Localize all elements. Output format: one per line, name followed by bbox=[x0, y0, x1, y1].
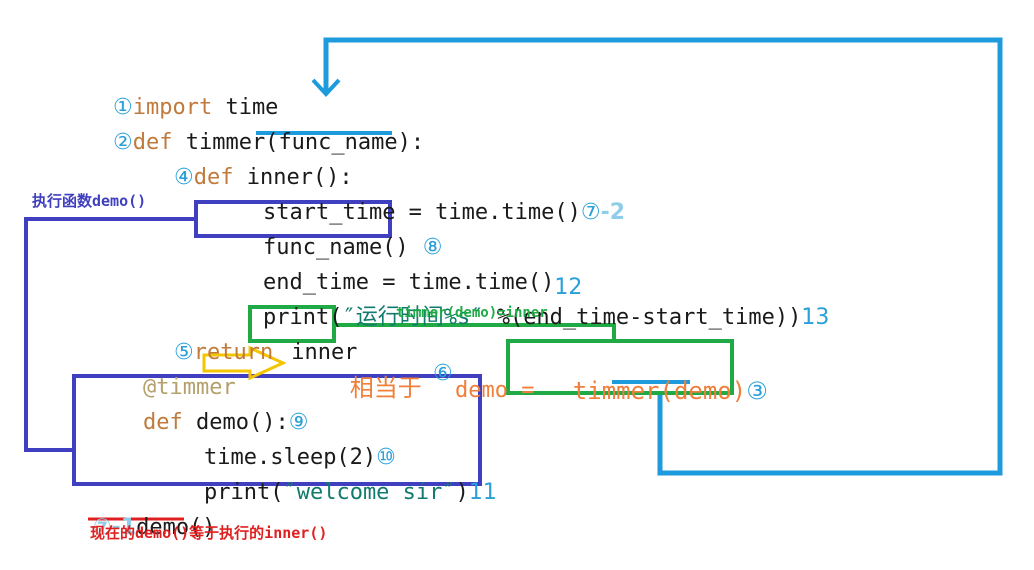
equivalence-text: 相当于 bbox=[292, 346, 422, 430]
timmer-call-box bbox=[506, 339, 734, 395]
code-line-decorator: @timmer bbox=[90, 346, 236, 430]
decorator: @timmer bbox=[142, 375, 236, 400]
diagram-canvas: ①import time ②def timmer(func_name): ④de… bbox=[24, 37, 1003, 542]
note-timmer-eq-inner: timmer(demo)=inner bbox=[396, 305, 548, 321]
code-text: start_time = time.time() bbox=[262, 200, 581, 225]
code-line-def-demo: def demo():⑨ bbox=[90, 381, 308, 465]
step-marker: ④ bbox=[173, 165, 194, 190]
code-text: time.sleep(2) bbox=[203, 445, 377, 470]
step-marker-6-wrap: ⑥ bbox=[380, 332, 453, 416]
demo-call: demo() bbox=[136, 515, 216, 540]
code-text: print( bbox=[203, 480, 284, 505]
step-marker: ③ bbox=[746, 377, 768, 405]
code-line-sleep: time.sleep(2)⑩ bbox=[151, 416, 396, 500]
code-line-func-call: func_name() ⑧ bbox=[210, 206, 442, 290]
demo-body-box bbox=[72, 374, 482, 486]
code-line-demo-call: ⑦-1demo() bbox=[40, 486, 216, 570]
code-text: ) bbox=[455, 480, 469, 505]
code-line-def-inner: ④def inner(): bbox=[121, 136, 353, 220]
step-marker: ⑩ bbox=[376, 445, 396, 470]
timmer-call-expr: timmer(demo)③ bbox=[515, 349, 768, 433]
keyword: def bbox=[193, 165, 234, 190]
code-text: func_name() bbox=[262, 235, 409, 260]
code-line-return-inner: ⑤return inner bbox=[121, 311, 357, 395]
step-number: 13 bbox=[801, 305, 830, 330]
step-marker: ⑤ bbox=[173, 340, 194, 365]
equivalence-arrow bbox=[202, 345, 287, 381]
cyan-arrowhead bbox=[311, 78, 341, 97]
code-line-print-welcome: print(″welcome sir″)11 bbox=[151, 451, 497, 535]
code-text: timmer( bbox=[172, 130, 279, 155]
string-literal: ″welcome sir″ bbox=[283, 480, 456, 505]
step-marker: ① bbox=[112, 95, 133, 120]
keyword: import bbox=[132, 95, 213, 120]
code-text: end_time = time.time() bbox=[262, 270, 555, 295]
cyan-flow-line bbox=[323, 37, 1003, 476]
green-connector-line bbox=[334, 323, 616, 341]
step-suffix: -2 bbox=[600, 200, 626, 225]
note-exec-demo: 执行函数demo() bbox=[32, 192, 147, 210]
code-line-def-timmer: ②def timmer(func_name): bbox=[60, 101, 424, 185]
equals-sign: = bbox=[507, 378, 548, 403]
code-text: demo(): bbox=[182, 410, 289, 435]
step-number: 12 bbox=[554, 275, 583, 300]
note-demo-eq-inner: 现在的demo()等于执行的inner() bbox=[90, 524, 328, 542]
inner-word: inner bbox=[291, 340, 358, 365]
code-text: ): bbox=[397, 130, 425, 155]
step-marker: ⑨ bbox=[288, 410, 309, 435]
equivalent-label: 相当于 bbox=[349, 374, 422, 402]
annotation-overlay bbox=[24, 37, 1003, 521]
step-number: 11 bbox=[468, 480, 497, 505]
step-prefix: -1 bbox=[111, 515, 137, 540]
demo-name: demo bbox=[454, 378, 508, 403]
code-line-end-time: end_time = time.time()12 bbox=[210, 241, 582, 325]
code-text: time bbox=[212, 95, 279, 120]
keyword: def bbox=[132, 130, 173, 155]
string-literal: ″运行时间%s″ bbox=[342, 305, 484, 330]
step-marker: ⑦ bbox=[580, 200, 601, 225]
equivalence-expr: demo = bbox=[402, 349, 548, 433]
code-text: print( bbox=[262, 305, 343, 330]
blue-connector-line bbox=[24, 217, 196, 452]
code-line-start-time: start_time = time.time()⑦-2 bbox=[210, 171, 625, 255]
step-marker: ⑥ bbox=[432, 361, 453, 386]
code-text: inner(): bbox=[233, 165, 353, 190]
keyword: def bbox=[142, 410, 183, 435]
keyword: return bbox=[193, 340, 274, 365]
step-marker: ⑧ bbox=[422, 235, 443, 260]
timmer-call: timmer(demo) bbox=[572, 377, 747, 405]
code-line-print-time: print(″运行时间%s″ %(end_time-start_time))13 bbox=[210, 276, 829, 360]
code-text: %(end_time-start_time)) bbox=[483, 305, 802, 330]
func-name-param: func_name bbox=[278, 130, 398, 155]
step-marker: ② bbox=[112, 130, 133, 155]
step-marker: ⑦ bbox=[92, 515, 112, 540]
code-line-import: ①import time bbox=[60, 66, 278, 150]
